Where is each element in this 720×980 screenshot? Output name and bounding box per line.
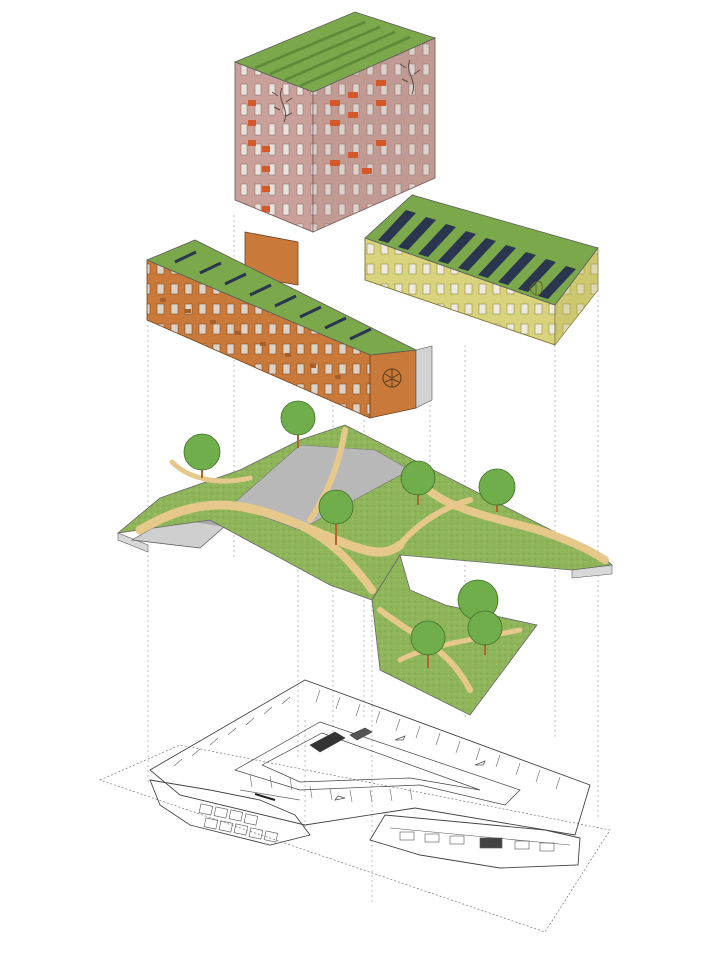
tree-mural-icon <box>271 59 421 123</box>
slab-end-facade <box>369 349 417 419</box>
tree-mural-icon <box>382 368 402 388</box>
slab-basement-footprint <box>369 814 581 869</box>
solar-panel-icon <box>378 210 576 299</box>
trees <box>183 400 516 668</box>
tree-icon <box>467 610 503 655</box>
tree-icon <box>183 433 221 478</box>
tree-icon <box>400 460 436 505</box>
park-lawn-appendix <box>371 554 538 716</box>
slab-building <box>145 239 433 419</box>
tree-icon <box>318 489 354 545</box>
park-lawn-main <box>116 424 613 601</box>
basement-parking-plan <box>99 679 611 933</box>
tree-icon <box>280 400 316 448</box>
landscape-layer <box>116 400 613 716</box>
tree-icon <box>478 468 516 512</box>
tree-icon <box>410 620 446 668</box>
parking-outline <box>149 679 591 836</box>
site-boundary <box>99 744 611 933</box>
yellow-building <box>364 194 599 347</box>
tower-green-roof <box>233 11 437 93</box>
parking-arrow-icon <box>334 735 486 801</box>
tree-mural-icon <box>529 281 543 296</box>
residential-tower <box>233 11 437 233</box>
parking-island <box>234 721 521 806</box>
slab-green-roof <box>145 239 418 356</box>
tower-basement-footprint <box>149 779 311 846</box>
